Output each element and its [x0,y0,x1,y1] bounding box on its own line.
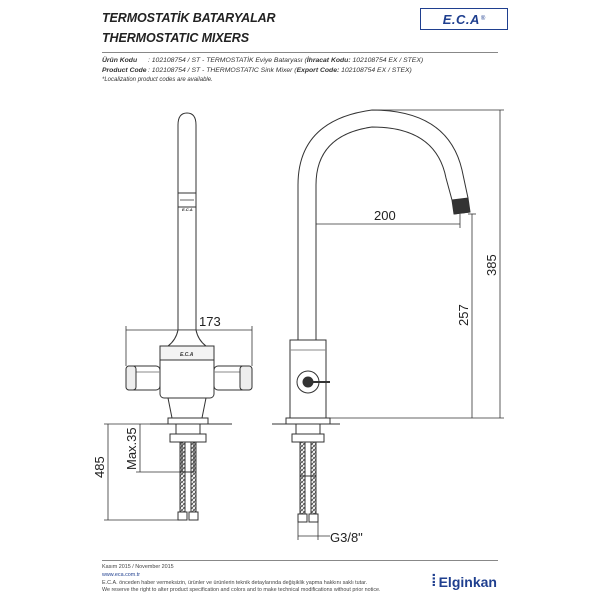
front-base-plate [167,417,209,425]
elginkan-brand: ⦙ Elginkan [432,573,497,591]
title-english: THERMOSTATIC MIXERS [102,31,249,45]
header-divider [102,52,498,53]
front-hose-right [190,441,197,513]
side-view [272,109,471,523]
export-code-en-label: Export Code: [296,67,340,74]
product-code-tr: Ürün Kodu : 102108754 / ST - TERMOSTATİK … [102,57,423,64]
export-code-tr-label: İhracat Kodu: [306,57,351,64]
front-spout-pipe [177,112,197,331]
dim-257: 257 [456,304,471,326]
side-nut [291,433,325,443]
dim-200: 200 [374,208,396,223]
side-hose-right [310,441,317,515]
dim-max35: Max.35 [124,427,139,470]
product-code-en-value: : 102108754 / ST - THERMOSTATIC Sink Mix… [148,67,297,74]
front-view [125,112,253,521]
dim-thread: G3/8" [330,530,363,545]
front-nut [169,433,207,443]
dim-485: 485 [92,456,107,478]
footer-date: Kasım 2015 / November 2015 [102,564,174,570]
front-hose-left [179,441,186,513]
registered-mark: ® [480,16,486,22]
elginkan-logo-icon: ⦙ [432,573,436,590]
export-code-tr-value: 102108754 EX / STEX) [350,57,424,64]
side-spout-tip [451,197,471,215]
product-code-tr-label: Ürün Kodu [102,57,138,64]
title-turkish: TERMOSTATİK BATARYALAR [102,11,276,25]
localization-note: *Localization product codes are availabl… [102,77,213,83]
product-code-tr-value: : 102108754 / ST - TERMOSTATİK Eviye Bat… [148,57,307,64]
elginkan-name: Elginkan [438,574,497,590]
side-hose-left [299,441,306,515]
dim-385: 385 [484,254,499,276]
front-body-mark: E.C.A [180,352,194,358]
product-code-en-label: Product Code [102,67,147,74]
footer-notice-tr: E.C.A. önceden haber vermeksizin, ürünle… [102,580,368,586]
front-spout-mark: E.C.A [182,207,193,212]
footer-url[interactable]: www.eca.com.tr [102,572,141,578]
eca-logo-text: E.C.A [442,11,480,27]
footer-divider [102,560,498,561]
product-code-en: Product Code: 102108754 / ST - THERMOSTA… [102,67,412,74]
footer-notice-en: We reserve the right to alter product sp… [102,587,381,593]
dim-173: 173 [199,314,221,329]
eca-logo: E.C.A® [420,8,508,30]
export-code-en-value: 102108754 EX / STEX) [339,67,412,74]
dimension-lines [104,109,504,540]
